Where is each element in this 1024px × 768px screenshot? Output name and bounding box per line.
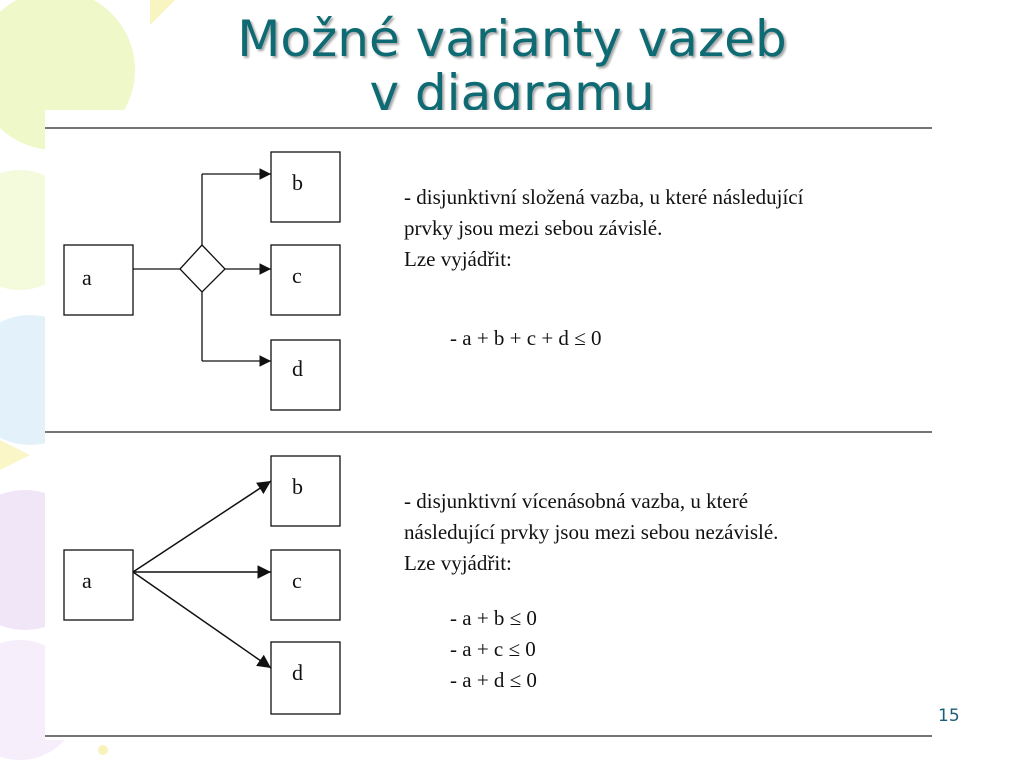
- bottom-node-a-label: a: [82, 568, 92, 593]
- slide-title-line-1: Možné varianty vazeb: [237, 10, 787, 68]
- bottom-description-line: následující prvky jsou mezi sebou nezávi…: [404, 520, 779, 544]
- bottom-diagram: a b c d: [63, 455, 341, 715]
- bottom-node-c: [270, 549, 341, 621]
- top-node-b: [270, 151, 341, 223]
- top-formula: - a + b + c + d ≤ 0: [450, 326, 602, 350]
- top-description: - disjunktivní složená vazba, u které ná…: [404, 182, 803, 275]
- diagram-canvas: a b c d a b c d: [45, 127, 932, 737]
- bottom-arrow-to-d: [132, 571, 272, 669]
- bottom-description-line: Lze vyjádřit:: [404, 551, 512, 575]
- top-description-line: prvky jsou mezi sebou závislé.: [404, 216, 663, 240]
- bottom-node-a: [63, 549, 134, 621]
- bottom-node-c-label: c: [292, 568, 302, 593]
- top-diagram: a b c d: [63, 151, 341, 411]
- bottom-node-d: [270, 641, 341, 715]
- bottom-node-b-label: b: [292, 474, 303, 499]
- bottom-formula: - a + b ≤ 0: [450, 606, 537, 630]
- bottom-node-d-label: d: [292, 660, 303, 685]
- bottom-formula: - a + d ≤ 0: [450, 668, 537, 692]
- top-node-b-label: b: [292, 170, 303, 195]
- bottom-formula: - a + c ≤ 0: [450, 637, 536, 661]
- top-node-c-label: c: [292, 263, 302, 288]
- top-description-line: Lze vyjádřit:: [404, 247, 512, 271]
- top-node-a-label: a: [82, 265, 92, 290]
- slide-title: Možné varianty vazeb v diagramu: [0, 12, 1024, 120]
- top-formula-list: - a + b + c + d ≤ 0: [450, 323, 601, 354]
- top-decision-diamond: [179, 244, 226, 293]
- top-node-c: [270, 244, 341, 316]
- content-panel: a b c d a b c d: [45, 110, 935, 740]
- bottom-node-b: [270, 455, 341, 527]
- top-node-a: [63, 244, 134, 316]
- bottom-formula-list: - a + b ≤ 0 - a + c ≤ 0 - a + d ≤ 0: [450, 603, 537, 696]
- bottom-description: - disjunktivní vícenásobná vazba, u kter…: [404, 486, 778, 579]
- page-number: 15: [938, 706, 960, 726]
- bottom-description-line: - disjunktivní vícenásobná vazba, u kter…: [404, 489, 749, 513]
- bottom-arrow-to-b: [132, 480, 272, 573]
- decor-triangle: [0, 440, 30, 470]
- top-node-d: [270, 339, 341, 411]
- decor-triangle: [150, 0, 175, 25]
- decor-dot: [98, 745, 108, 755]
- top-description-line: - disjunktivní složená vazba, u které ná…: [404, 185, 804, 209]
- top-node-d-label: d: [292, 356, 303, 381]
